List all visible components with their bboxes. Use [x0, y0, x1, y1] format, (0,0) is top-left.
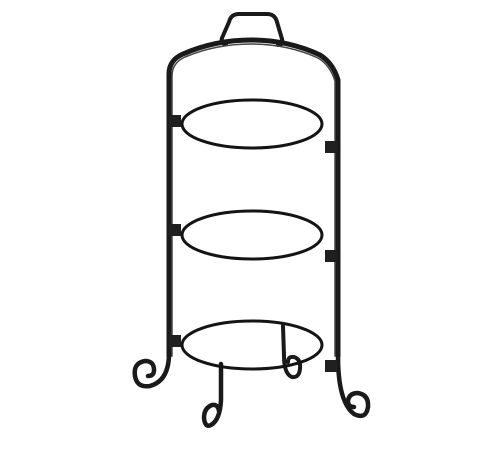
top-tier-ring [180, 98, 324, 150]
middle-tier-left-bracket [169, 224, 181, 236]
rear-scroll-leg [281, 324, 303, 380]
middle-tier-right-bracket [325, 250, 337, 262]
left-scroll-foot [132, 353, 172, 389]
top-tier-left-bracket [169, 115, 181, 127]
bottom-tier-ring [180, 319, 324, 371]
bottom-tier [169, 319, 337, 372]
frame [166, 37, 341, 359]
front-scroll-leg [201, 361, 224, 428]
top-tier-right-bracket [325, 141, 337, 153]
right-scroll-foot [335, 353, 371, 419]
bottom-tier-right-bracket [325, 360, 337, 372]
middle-tier-ring [180, 209, 324, 261]
top-tier [169, 98, 337, 153]
middle-tier [169, 209, 337, 262]
bottom-tier-left-bracket [169, 335, 181, 347]
